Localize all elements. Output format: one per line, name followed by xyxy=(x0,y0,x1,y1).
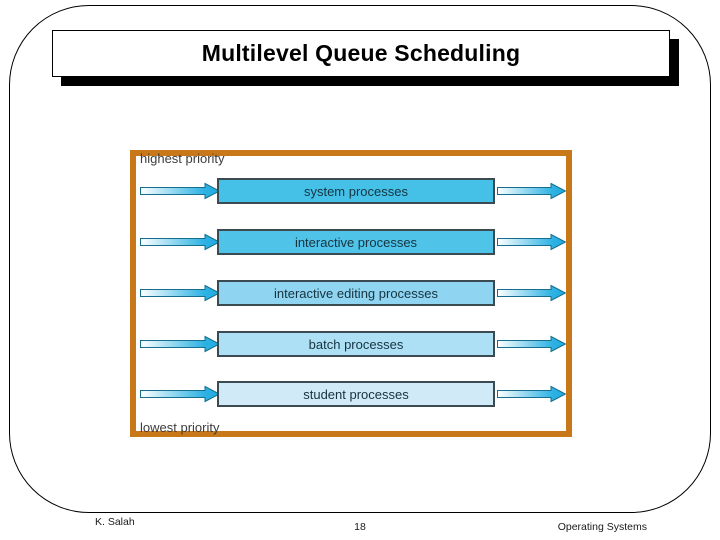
queue-label: interactive editing processes xyxy=(273,285,439,301)
queue-box: student processes xyxy=(217,381,495,407)
lowest-priority-label: lowest priority xyxy=(140,420,220,435)
multilevel-queue-diagram: highest priority system processes interac… xyxy=(130,150,572,437)
queue-out-arrow-icon xyxy=(497,385,566,403)
queue-box: interactive processes xyxy=(217,229,495,255)
footer-author: K. Salah xyxy=(95,516,135,528)
queue-label: interactive processes xyxy=(294,234,418,250)
footer-course: Operating Systems xyxy=(557,521,647,533)
queue-label: student processes xyxy=(303,386,409,402)
queue-out-arrow-icon xyxy=(497,233,566,251)
queue-in-arrow-icon xyxy=(140,335,220,353)
slide-title: Multilevel Queue Scheduling xyxy=(201,40,521,66)
queue-in-arrow-icon xyxy=(140,182,220,200)
queue-out-arrow-icon xyxy=(497,335,566,353)
queue-out-arrow-icon xyxy=(497,284,566,302)
queue-label: system processes xyxy=(303,183,409,199)
slide-border xyxy=(9,5,711,513)
queue-box: system processes xyxy=(217,178,495,204)
queue-box: interactive editing processes xyxy=(217,280,495,306)
footer-page-number: 18 xyxy=(354,521,366,533)
queue-in-arrow-icon xyxy=(140,385,220,403)
queue-out-arrow-icon xyxy=(497,182,566,200)
queue-box: batch processes xyxy=(217,331,495,357)
queue-in-arrow-icon xyxy=(140,284,220,302)
title-box: Multilevel Queue Scheduling xyxy=(52,30,670,77)
queue-label: batch processes xyxy=(308,336,404,352)
queue-in-arrow-icon xyxy=(140,233,220,251)
highest-priority-label: highest priority xyxy=(140,151,225,166)
